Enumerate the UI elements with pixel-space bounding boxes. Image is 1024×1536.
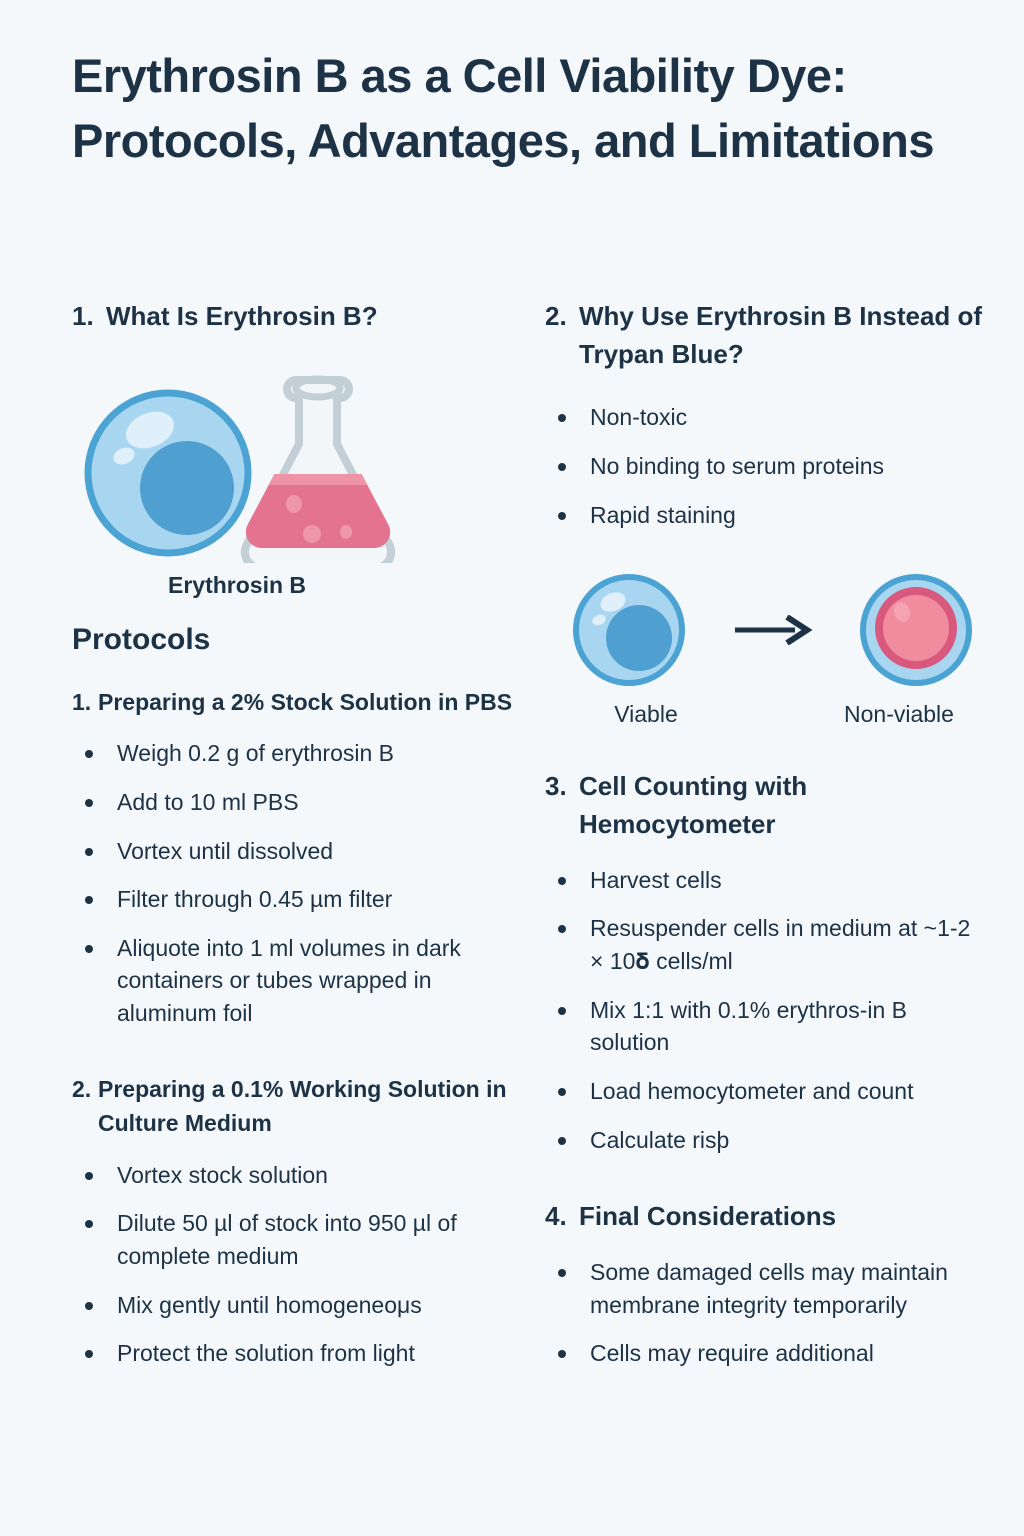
figure-viability-comparison [545, 565, 990, 695]
list-item: Protect the solution from light [72, 1337, 522, 1370]
section3-bullet-list: Harvest cells Resuspender cells in mediu… [545, 864, 990, 1157]
section-title: Why Use Erythrosin B Instead of Trypan B… [579, 301, 983, 369]
list-item: Non-toxic [545, 401, 990, 434]
protocol-title: Preparing a 2% Stock Solution in PBS [98, 688, 513, 715]
section-title: What Is Erythrosin B? [106, 301, 378, 331]
figure-caption-erythrosin-b: Erythrosin B [167, 571, 307, 598]
protocol-number: 2. [72, 1075, 92, 1102]
protocol-heading-stock-solution: 1. Preparing a 2% Stock Solution in PBS [72, 685, 522, 720]
protocol2-bullet-list: Vortex stock solution Dilute 50 µl of st… [72, 1159, 522, 1370]
nonviable-cell-icon [860, 574, 972, 687]
page-title: Erythrosin B as a Cell Viability Dye: Pr… [72, 49, 934, 167]
list-item: Rapid staining [545, 499, 990, 532]
viable-cell-icon [573, 574, 685, 687]
list-item: Add to 10 ml PBS [72, 786, 522, 819]
section-heading-why-use-erythrosin-b: 2. Why Use Erythrosin B Instead of Trypa… [545, 298, 990, 373]
figure-cell-and-flask: Erythrosin B [72, 358, 522, 598]
section-title: Cell Counting with Hemocytometer [579, 771, 808, 840]
list-item: Weigh 0.2 g of erythrosin B [72, 737, 522, 770]
list-item: Mix 1:1 with 0.1% erythros-in B solution [545, 994, 990, 1059]
protocol-heading-working-solution: 2. Preparing a 0.1% Working Solution in … [72, 1072, 522, 1141]
protocol-title: Preparing a 0.1% Working Solution in Cul… [98, 1075, 507, 1137]
list-item: Dilute 50 µl of stock into 950 µl of com… [72, 1207, 522, 1272]
left-column: 1. What Is Erythrosin B? [72, 298, 522, 1386]
list-item: Load hemocytometer and count [545, 1075, 990, 1108]
list-item: Some damaged cells may maintain membrane… [545, 1256, 990, 1321]
viability-labels: Viable Non-viable [545, 701, 990, 728]
section-heading-what-is-erythrosin-b: 1. What Is Erythrosin B? [72, 298, 522, 336]
list-item: Filter through 0.45 µm filter [72, 883, 522, 916]
section-number: 3. [545, 771, 567, 802]
protocol1-bullet-list: Weigh 0.2 g of erythrosin B Add to 10 ml… [72, 737, 522, 1030]
protocol-number: 1. [72, 688, 92, 715]
right-column: 2. Why Use Erythrosin B Instead of Trypa… [545, 298, 990, 1386]
section-number: 4. [545, 1201, 567, 1232]
list-item: Vortex stock solution [72, 1159, 522, 1192]
list-item: Resuspender cells in medium at ~1-2 × 10… [545, 912, 990, 977]
list-item: Calculate risþ [545, 1124, 990, 1157]
list-item: Vortex until dissolved [72, 835, 522, 868]
flask-icon [240, 375, 396, 572]
list-item: Aliquote into 1 ml volumes in dark conta… [72, 932, 522, 1030]
section4-bullet-list: Some damaged cells may maintain membrane… [545, 1256, 990, 1370]
list-item: Cells may require additional [545, 1337, 990, 1370]
section2-bullet-list: Non-toxic No binding to serum proteins R… [545, 401, 990, 531]
section-heading-final-considerations: 4. Final Considerations [545, 1198, 990, 1236]
section-title: Final Considerations [579, 1201, 837, 1232]
arrow-right-icon [727, 615, 819, 646]
nonviable-label: Non-viable [844, 701, 954, 728]
section-number: 1. [72, 301, 94, 331]
cell-icon [84, 389, 252, 557]
section-heading-cell-counting: 3. Cell Counting with Hemocytometer [545, 768, 990, 843]
cell-flask-illustration [84, 375, 396, 572]
list-item: No binding to serum proteins [545, 450, 990, 483]
list-item: Mix gently until homogeneoμs [72, 1289, 522, 1322]
section-number: 2. [545, 301, 567, 331]
viable-label: Viable [614, 701, 678, 728]
protocols-heading: Protocols [72, 622, 211, 656]
list-item: Harvest cells [545, 864, 990, 897]
